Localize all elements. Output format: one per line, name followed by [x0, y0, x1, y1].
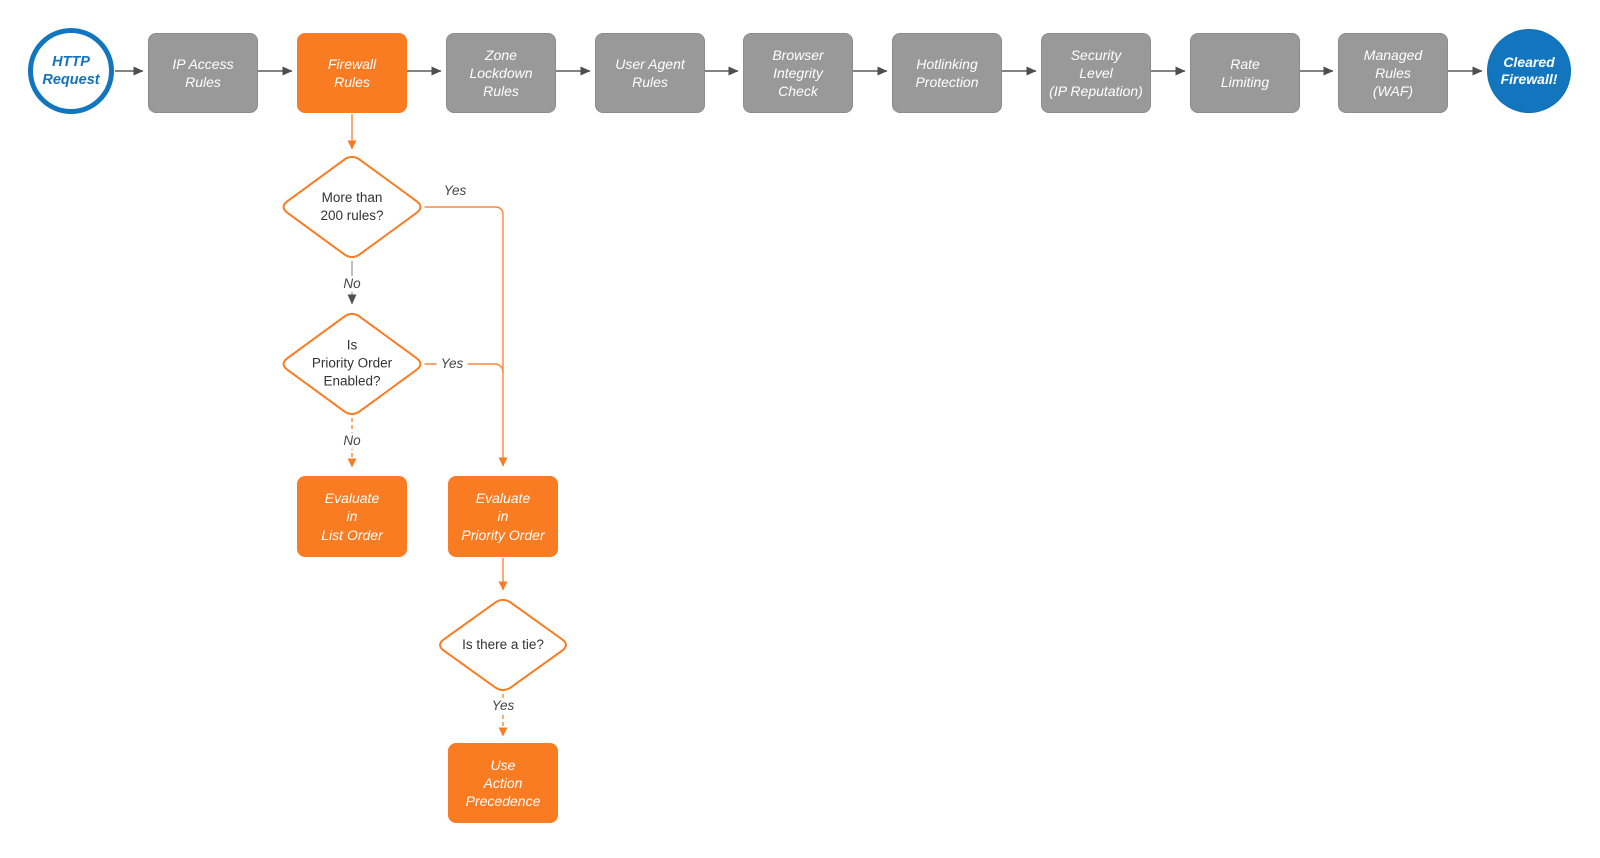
question-priority-order-enabled: Is Priority Order Enabled?	[311, 337, 393, 390]
node-evaluate-in-list-order: Evaluate in List Order	[297, 476, 407, 557]
node-use-action-precedence: Use Action Precedence	[448, 743, 558, 823]
node-browser-integrity-check: Browser Integrity Check	[743, 33, 853, 113]
node-cleared-firewall: Cleared Firewall!	[1487, 29, 1571, 113]
connector-d2-yes	[424, 363, 504, 374]
edge-label-d1-no: No	[339, 275, 365, 293]
connector-d1-yes	[424, 206, 508, 467]
edge-label-d3-yes: Yes	[487, 697, 519, 715]
node-ip-access-rules: IP Access Rules	[148, 33, 258, 113]
edge-label-d1-yes: Yes	[439, 182, 471, 200]
node-http-request: HTTP Request	[28, 28, 114, 114]
node-evaluate-in-priority-order: Evaluate in Priority Order	[448, 476, 558, 557]
diamond-priority-order-enabled	[282, 312, 422, 416]
node-hotlinking-protection: Hotlinking Protection	[892, 33, 1002, 113]
node-user-agent-rules: User Agent Rules	[595, 33, 705, 113]
decision-diamonds	[282, 155, 567, 692]
node-managed-rules-waf: Managed Rules (WAF)	[1338, 33, 1448, 113]
node-security-level: Security Level (IP Reputation)	[1041, 33, 1151, 113]
question-is-there-a-tie: Is there a tie?	[462, 636, 544, 652]
edge-label-d2-no: No	[339, 432, 365, 450]
node-rate-limiting: Rate Limiting	[1190, 33, 1300, 113]
question-more-than-200-rules: More than 200 rules?	[320, 189, 384, 223]
diamond-is-there-a-tie	[439, 598, 567, 692]
node-zone-lockdown-rules: Zone Lockdown Rules	[446, 33, 556, 113]
edge-label-d2-yes: Yes	[436, 355, 468, 373]
node-firewall-rules: Firewall Rules	[297, 33, 407, 113]
diamond-more-than-200-rules	[282, 155, 422, 259]
